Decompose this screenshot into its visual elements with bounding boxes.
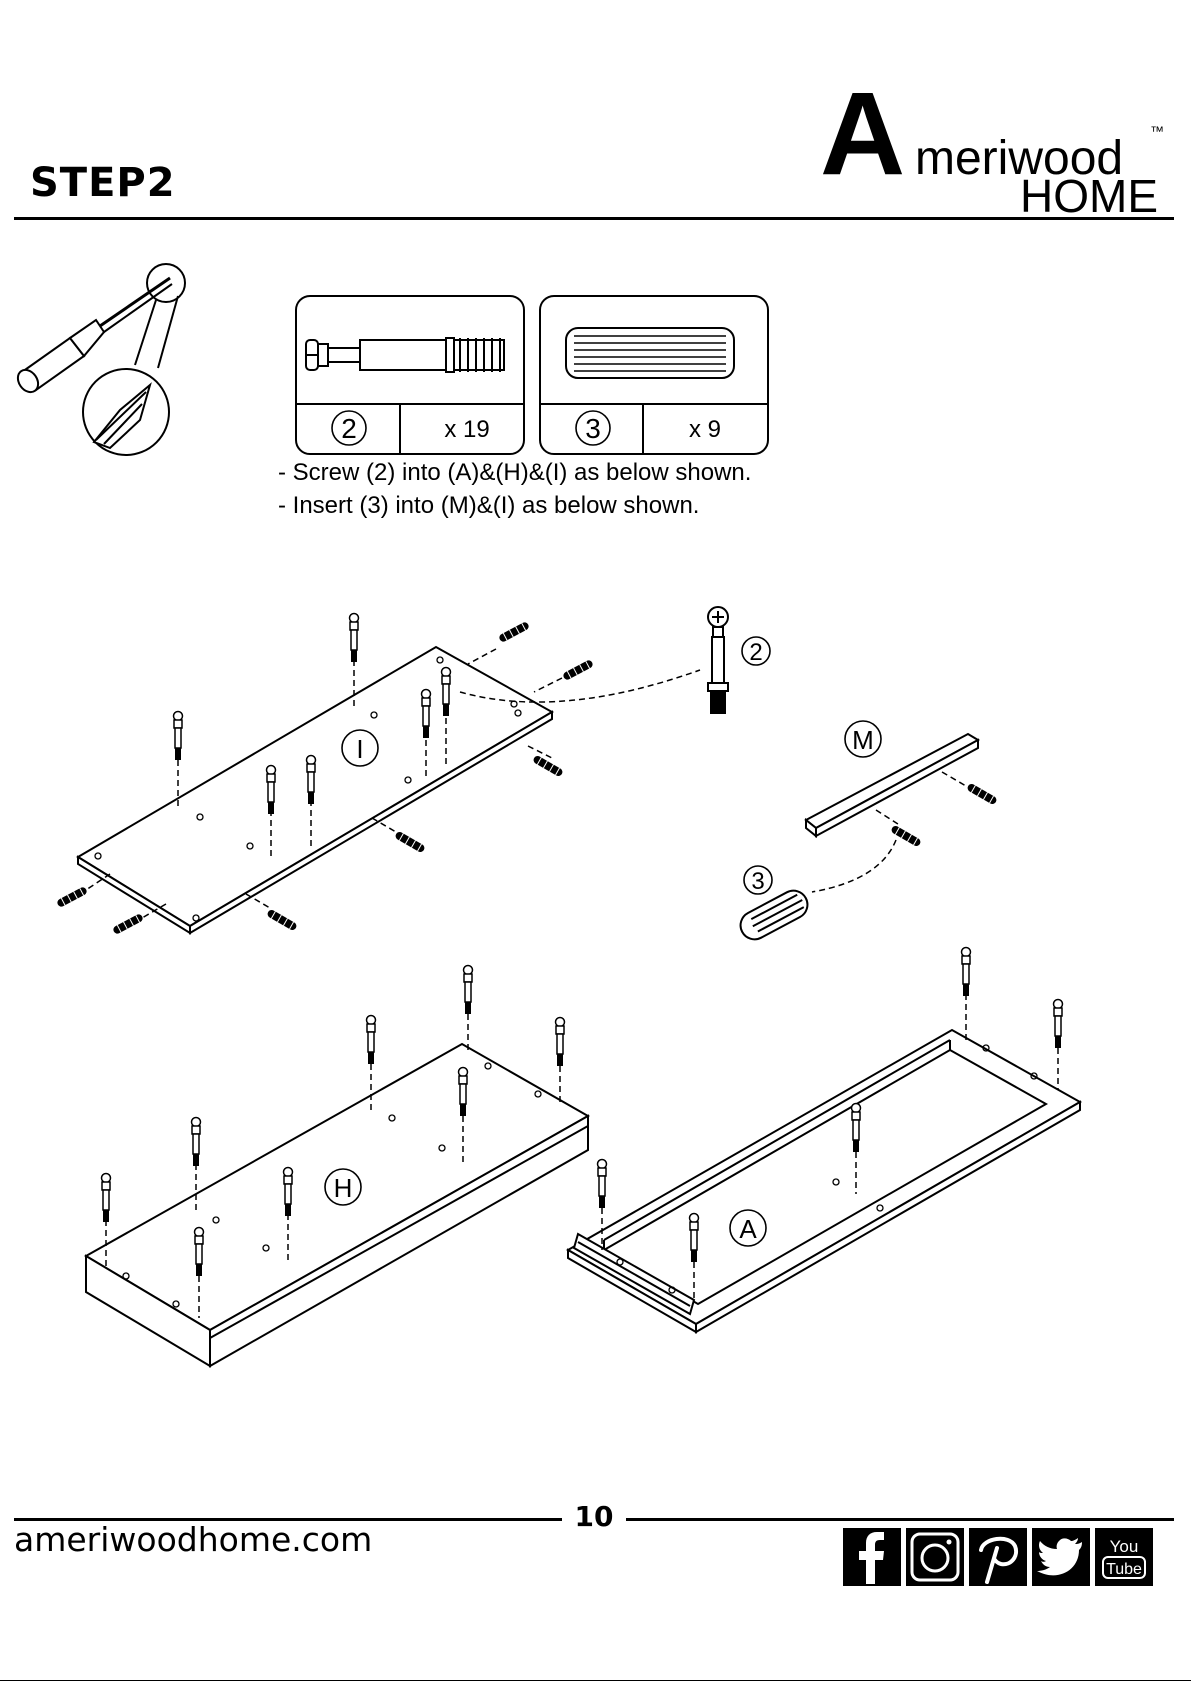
- social-icons: You Tube: [843, 1528, 1153, 1586]
- twitter-icon[interactable]: [1032, 1528, 1090, 1586]
- part-number-dowel: 3: [585, 413, 601, 444]
- youtube-tube: Tube: [1106, 1561, 1142, 1578]
- part-qty-dowel: x 9: [689, 416, 721, 443]
- screwdriver-icon: [14, 264, 185, 455]
- callout-label-cam: 2: [749, 639, 762, 666]
- website-link[interactable]: ameriwoodhome.com: [14, 1520, 372, 1559]
- page-bottom-edge: [0, 1680, 1191, 1681]
- label-panel-i: I: [356, 734, 363, 764]
- part-qty-cam-screw: x 19: [444, 416, 489, 443]
- label-panel-h: H: [334, 1173, 353, 1203]
- pinterest-icon[interactable]: [969, 1528, 1027, 1586]
- facebook-icon[interactable]: [843, 1528, 901, 1586]
- panel-m: [806, 734, 978, 836]
- footer-rule-right: [626, 1518, 1174, 1521]
- dowel-callout: [736, 886, 813, 945]
- instagram-icon[interactable]: [906, 1528, 964, 1586]
- page-number: 10: [562, 1500, 626, 1533]
- youtube-you: You: [1110, 1537, 1139, 1556]
- cam-screw-callout: [708, 607, 728, 713]
- panel-i: [78, 647, 552, 933]
- instructions: - Screw (2) into (A)&(H)&(I) as below sh…: [278, 456, 751, 522]
- instruction-line: - Screw (2) into (A)&(H)&(I) as below sh…: [278, 456, 751, 489]
- instruction-line: - Insert (3) into (M)&(I) as below shown…: [278, 489, 751, 522]
- assembly-diagram: 2 x 19 3 x 9 I: [0, 0, 1191, 1480]
- part-box-cam-screw: [296, 296, 524, 454]
- part-box-dowel: [540, 296, 768, 454]
- youtube-icon[interactable]: You Tube: [1095, 1528, 1153, 1586]
- label-panel-m: M: [852, 725, 874, 755]
- label-panel-a: A: [739, 1214, 757, 1244]
- panel-h: [86, 1044, 588, 1366]
- callout-label-dowel: 3: [751, 868, 764, 895]
- panel-a: [568, 1030, 1080, 1332]
- part-number-cam-screw: 2: [341, 413, 357, 444]
